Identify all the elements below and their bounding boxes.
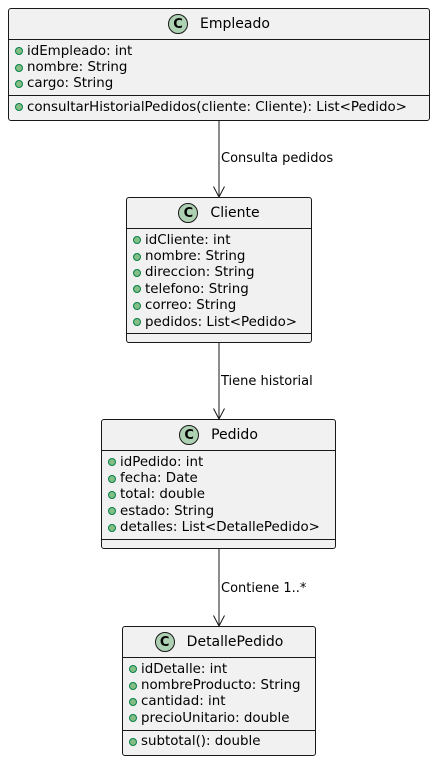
class-badge-icon: C [154,632,175,652]
attribute-text: pedidos: List<Pedido> [145,314,297,330]
class-pedido[interactable]: C Pedido idPedido: int fecha: Date total… [101,419,336,549]
attributes-pedido: idPedido: int fecha: Date total: double … [102,451,335,540]
public-visibility-icon [108,474,116,483]
public-visibility-icon [129,697,137,706]
attribute-row: nombre: String [15,59,429,75]
attribute-text: telefono: String [145,281,249,297]
public-visibility-icon [129,714,137,723]
attribute-text: detalles: List<DetallePedido> [120,520,320,536]
attribute-text: nombre: String [27,60,128,76]
class-badge-icon: C [168,14,189,34]
class-badge-icon: C [178,203,199,223]
relation-label-pedido-detallepedido: Contiene 1..* [221,581,307,596]
attribute-row: estado: String [108,503,335,519]
public-visibility-icon [15,47,23,56]
public-visibility-icon [15,79,23,88]
attribute-row: detalles: List<DetallePedido> [108,520,335,536]
attribute-text: fecha: Date [120,471,198,487]
class-cliente[interactable]: C Cliente idCliente: int nombre: String … [126,197,312,343]
class-header-empleado: C Empleado [9,9,429,40]
attribute-text: cargo: String [27,76,114,92]
attribute-text: nombreProducto: String [141,678,301,694]
class-name-pedido: Pedido [211,427,258,443]
attribute-row: pedidos: List<Pedido> [133,314,311,330]
attribute-text: direccion: String [145,265,255,281]
attribute-text: correo: String [145,298,237,314]
attribute-row: cargo: String [15,76,429,92]
public-visibility-icon [133,236,141,245]
attribute-row: fecha: Date [108,470,335,486]
attribute-row: direccion: String [133,265,311,281]
class-header-detallepedido: C DetallePedido [123,627,315,658]
relation-label-empleado-cliente: Consulta pedidos [221,151,334,166]
class-header-pedido: C Pedido [102,420,335,451]
attribute-text: idDetalle: int [141,661,228,677]
attributes-empleado: idEmpleado: int nombre: String cargo: St… [9,40,429,97]
class-name-empleado: Empleado [200,16,270,32]
public-visibility-icon [15,63,23,72]
relation-label-cliente-pedido: Tiene historial [221,374,313,389]
method-row: subtotal(): double [129,734,315,750]
public-visibility-icon [129,665,137,674]
public-visibility-icon [133,318,141,327]
public-visibility-icon [108,507,116,516]
class-name-cliente: Cliente [210,205,260,221]
methods-cliente [127,334,311,342]
attribute-row: nombre: String [133,248,311,264]
attribute-text: idEmpleado: int [27,43,133,59]
method-text: consultarHistorialPedidos(cliente: Clien… [27,99,407,115]
class-name-detallepedido: DetallePedido [186,634,284,650]
public-visibility-icon [108,458,116,467]
attribute-row: correo: String [133,298,311,314]
attribute-row: cantidad: int [129,694,315,710]
attribute-row: idCliente: int [133,232,311,248]
public-visibility-icon [133,301,141,310]
attribute-row: total: double [108,487,335,503]
attribute-row: idEmpleado: int [15,43,429,59]
attribute-text: idCliente: int [145,232,231,248]
method-text: subtotal(): double [141,734,261,750]
public-visibility-icon [129,681,137,690]
class-detallepedido[interactable]: C DetallePedido idDetalle: int nombrePro… [122,626,316,756]
public-visibility-icon [133,252,141,261]
methods-detallepedido: subtotal(): double [123,731,315,753]
public-visibility-icon [133,268,141,277]
attribute-text: idPedido: int [120,454,204,470]
attribute-row: idPedido: int [108,454,335,470]
attribute-text: estado: String [120,503,215,519]
class-header-cliente: C Cliente [127,198,311,229]
attribute-row: nombreProducto: String [129,677,315,693]
attributes-detallepedido: idDetalle: int nombreProducto: String ca… [123,658,315,731]
public-visibility-icon [133,285,141,294]
attribute-row: idDetalle: int [129,661,315,677]
attribute-row: telefono: String [133,281,311,297]
public-visibility-icon [108,523,116,532]
attribute-text: nombre: String [145,249,246,265]
class-badge-icon: C [179,425,200,445]
attribute-text: precioUnitario: double [141,710,290,726]
public-visibility-icon [129,737,137,746]
methods-empleado: consultarHistorialPedidos(cliente: Clien… [9,96,429,118]
method-row: consultarHistorialPedidos(cliente: Clien… [15,99,429,115]
public-visibility-icon [108,490,116,499]
methods-pedido [102,540,335,548]
attribute-text: total: double [120,487,206,503]
class-empleado[interactable]: C Empleado idEmpleado: int nombre: Strin… [8,8,430,121]
attributes-cliente: idCliente: int nombre: String direccion:… [127,229,311,335]
attribute-text: cantidad: int [141,694,226,710]
attribute-row: precioUnitario: double [129,710,315,726]
public-visibility-icon [15,103,23,112]
